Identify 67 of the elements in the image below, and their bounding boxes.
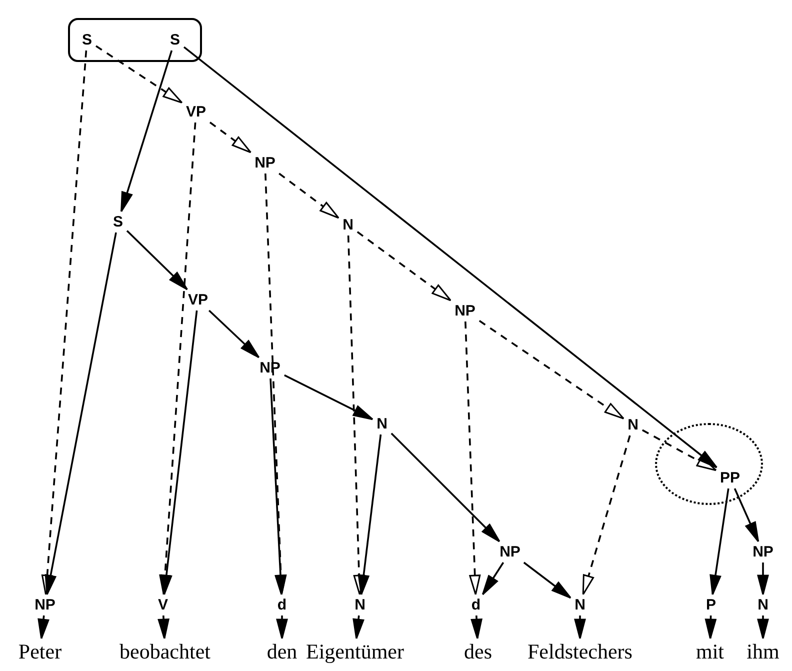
dashed-arrow [478,320,624,420]
category-label: N [626,416,640,434]
arrow [482,562,504,596]
word-label: beobachtet [118,640,212,664]
category-label: NP [498,544,522,560]
category-label: NP [258,360,282,376]
category-label: NP [452,302,478,320]
category-label: S [80,32,94,48]
word-label: mit [694,640,726,664]
rounded-box [68,18,202,62]
word-label: des [462,640,494,664]
arrow [574,616,586,640]
dashed-arrow [209,122,252,154]
dashed-arrow [356,231,452,302]
arrow [757,562,769,596]
dashed-arrow [642,429,717,472]
arrow [757,616,769,640]
category-label: N [756,596,770,614]
category-label: NP [750,544,776,560]
arrow [710,488,730,596]
arrow [38,615,50,640]
dotted-ellipse [655,423,763,505]
category-label: d [469,596,483,614]
dashed-arrow [464,321,481,596]
dashed-arrow [159,122,196,596]
category-label: S [168,32,182,48]
word-label: ihm [744,640,782,664]
arrow [158,615,170,640]
category-label: VP [186,292,210,308]
dashed-arrow [582,435,631,596]
arrow [276,616,288,640]
category-label: PP [718,470,742,486]
category-label: N [572,596,588,614]
arrow [270,378,286,596]
arrow [352,615,364,640]
category-label: N [374,416,390,432]
dashed-arrow [264,173,287,596]
arrow [44,232,117,596]
arrow [284,374,374,420]
dashed-arrow [96,45,183,104]
category-label: N [340,216,356,234]
category-label: N [352,596,368,614]
word-label: Eigentümer [304,640,406,664]
arrow [120,50,173,212]
category-label: NP [252,154,278,172]
dashed-arrow [278,172,340,219]
category-label: V [156,596,170,614]
category-label: P [704,596,718,614]
dashed-arrow [41,50,88,596]
arrow [208,310,260,358]
arrow [358,434,382,596]
arrow [704,615,716,640]
arrow [126,230,188,290]
arrow [734,488,760,542]
word-label: den [264,640,300,664]
arrow [390,432,500,542]
word-label: Feldstechers [526,640,634,664]
category-label: VP [184,104,208,120]
arrow [160,310,198,596]
word-label: Peter [16,640,64,664]
category-label: NP [32,596,58,614]
category-label: S [111,214,125,230]
dashed-arrow [347,235,365,596]
arrow [470,615,482,640]
arrow [183,46,718,468]
category-label: d [275,596,289,614]
arrow [523,562,572,599]
